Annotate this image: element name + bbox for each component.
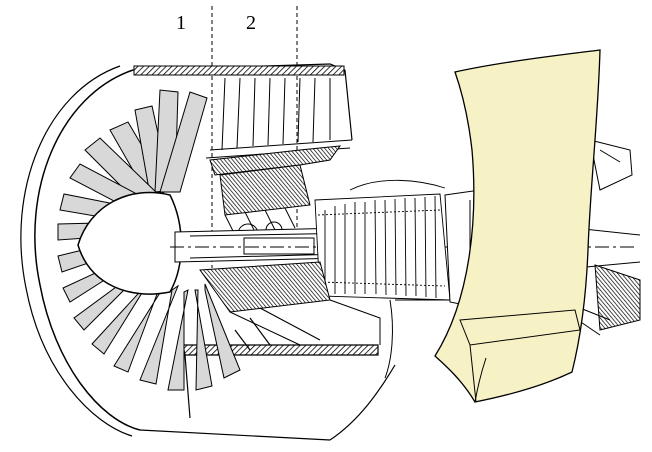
core-splitter	[209, 145, 342, 176]
station-1-label: 1	[176, 12, 186, 34]
outlet-guide-vanes	[205, 77, 353, 159]
lower-structure	[199, 261, 460, 379]
booster-compressor	[219, 164, 311, 245]
airfoil-platform	[459, 309, 581, 346]
station-2-label: 2	[246, 12, 256, 34]
hp-compressor	[314, 179, 451, 301]
